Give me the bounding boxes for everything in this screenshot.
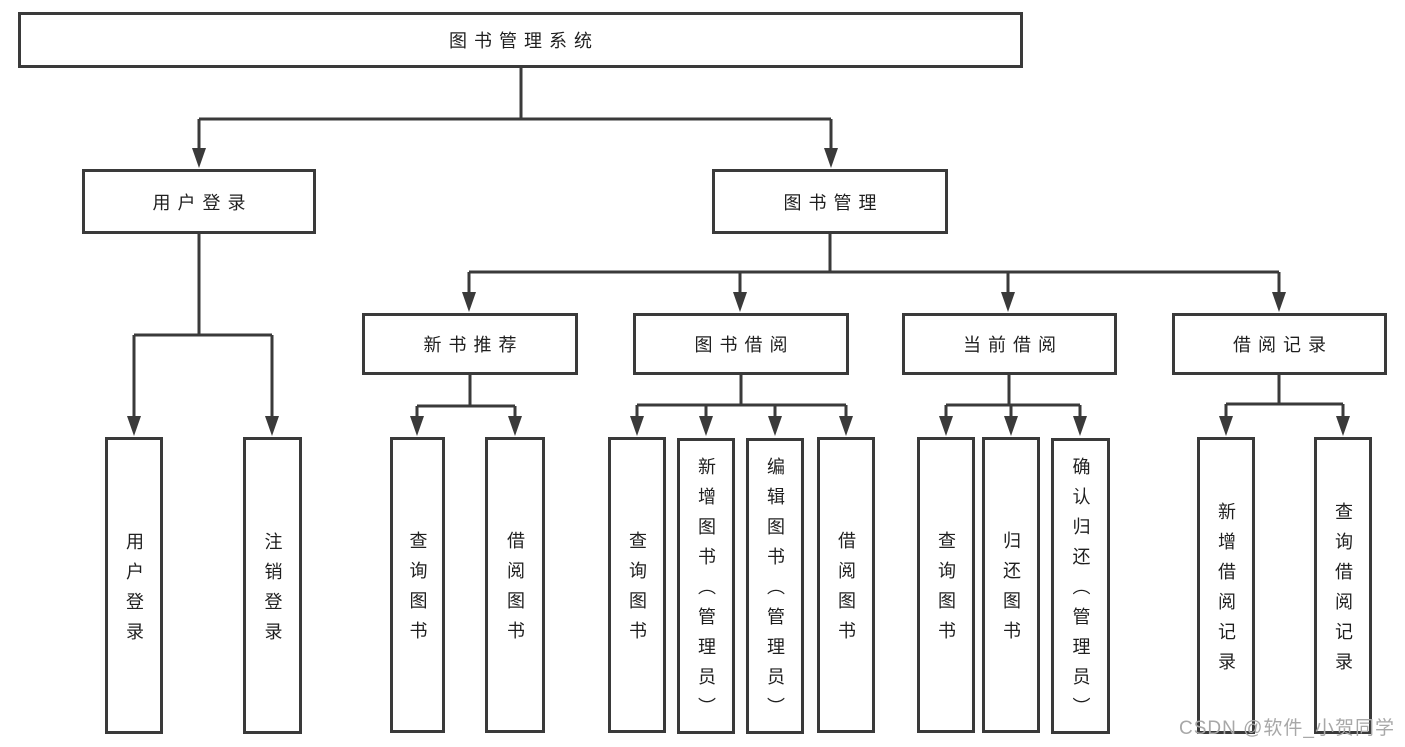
connector-root <box>192 68 838 168</box>
node-query-books-2: 查询图书 <box>608 437 666 733</box>
connector-book-borrow <box>630 375 853 436</box>
connector-borrow-records <box>1219 375 1350 436</box>
node-borrow-records-label: 借阅记录 <box>1233 335 1333 355</box>
node-borrow-books-2: 借阅图书 <box>817 437 875 733</box>
arrowhead <box>410 416 424 436</box>
node-new-book-recommend: 新书推荐 <box>362 313 578 375</box>
node-query-books-1: 查询图书 <box>390 437 445 733</box>
arrowhead <box>768 416 782 436</box>
node-book-management: 图书管理 <box>712 169 948 234</box>
arrowhead <box>265 416 279 436</box>
node-root-label: 图书管理系统 <box>449 31 599 51</box>
node-query-borrow-record-label: 查询借阅记录 <box>1333 501 1353 682</box>
node-book-management-label: 图书管理 <box>783 192 884 213</box>
watermark: CSDN @软件_小贺同学 <box>1179 718 1395 739</box>
node-edit-book-admin-label: 编辑图书（管理员） <box>765 457 785 727</box>
arrowhead <box>1001 292 1015 312</box>
node-current-borrow: 当前借阅 <box>902 313 1117 375</box>
node-logout: 注销登录 <box>243 437 302 734</box>
node-confirm-return-admin-label: 确认归还（管理员） <box>1070 457 1091 727</box>
connector-user-login <box>127 234 279 436</box>
node-user-login: 用户登录 <box>82 169 316 234</box>
node-edit-book-admin: 编辑图书（管理员） <box>746 438 804 734</box>
node-new-book-recommend-label: 新书推荐 <box>423 335 524 355</box>
arrowhead <box>192 148 206 168</box>
node-confirm-return-admin: 确认归还（管理员） <box>1051 438 1110 734</box>
arrowhead <box>733 292 747 312</box>
node-add-book-admin: 新增图书（管理员） <box>677 438 735 734</box>
connector-book-management <box>462 234 1286 312</box>
arrowhead <box>824 148 838 168</box>
node-return-book: 归还图书 <box>982 437 1040 733</box>
arrowhead <box>699 416 713 436</box>
node-root: 图书管理系统 <box>18 12 1023 68</box>
arrowhead <box>1336 416 1350 436</box>
arrowhead <box>1219 416 1233 436</box>
arrowhead <box>1004 416 1018 436</box>
connector-new-book-recommend <box>410 375 522 436</box>
node-add-borrow-record-label: 新增借阅记录 <box>1216 501 1236 682</box>
node-add-book-admin-label: 新增图书（管理员） <box>696 457 716 727</box>
node-return-book-label: 归还图书 <box>1001 531 1021 651</box>
node-logout-label: 注销登录 <box>262 531 283 652</box>
arrowhead <box>1073 416 1087 436</box>
arrowhead <box>462 292 476 312</box>
node-user-login-label: 用户登录 <box>152 192 253 213</box>
arrowhead <box>939 416 953 436</box>
node-book-borrow-label: 图书借阅 <box>694 335 795 355</box>
node-user-login-action-label: 用户登录 <box>124 531 144 652</box>
node-book-borrow: 图书借阅 <box>633 313 849 375</box>
node-query-books-3-label: 查询图书 <box>936 531 956 651</box>
node-query-borrow-record: 查询借阅记录 <box>1314 437 1372 734</box>
connector-current-borrow <box>939 375 1087 436</box>
node-query-books-3: 查询图书 <box>917 437 975 733</box>
arrowhead <box>839 416 853 436</box>
arrowhead <box>127 416 141 436</box>
arrowhead <box>1272 292 1286 312</box>
node-borrow-books-1: 借阅图书 <box>485 437 545 733</box>
arrowhead <box>508 416 522 436</box>
node-user-login-action: 用户登录 <box>105 437 163 734</box>
node-borrow-books-1-label: 借阅图书 <box>505 531 525 651</box>
arrowhead <box>630 416 644 436</box>
node-add-borrow-record: 新增借阅记录 <box>1197 437 1255 734</box>
node-query-books-1-label: 查询图书 <box>407 531 428 651</box>
node-borrow-books-2-label: 借阅图书 <box>836 531 856 651</box>
node-current-borrow-label: 当前借阅 <box>963 335 1063 355</box>
node-query-books-2-label: 查询图书 <box>627 531 647 651</box>
node-borrow-records: 借阅记录 <box>1172 313 1387 375</box>
